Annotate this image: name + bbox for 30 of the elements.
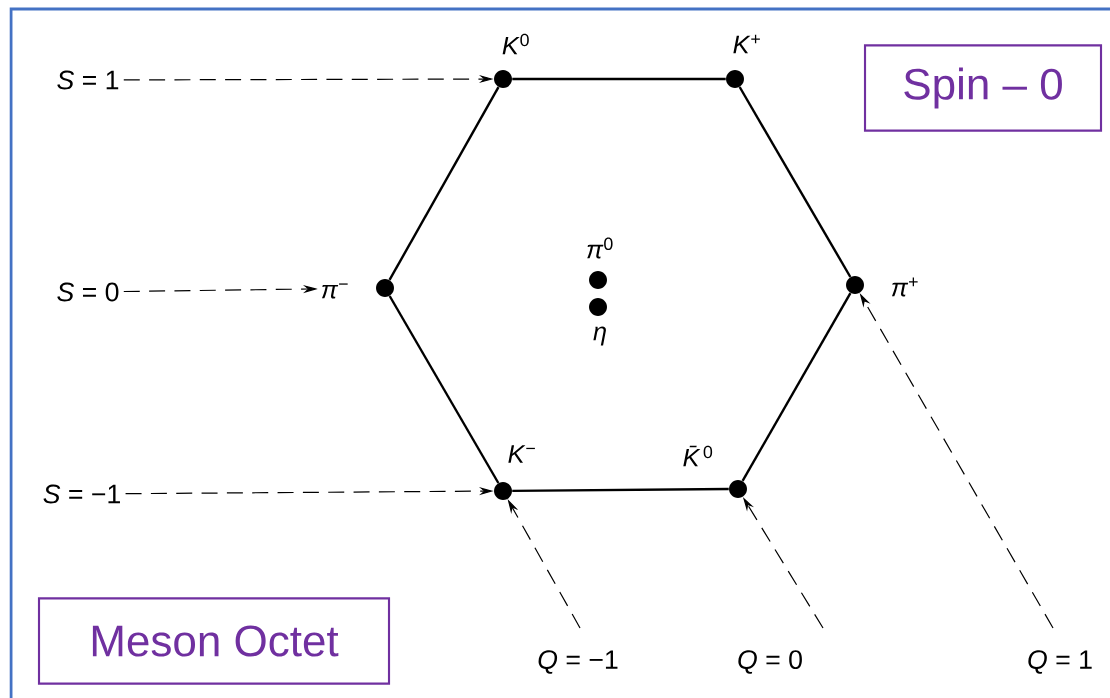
- title-box: Meson Octet: [37, 597, 391, 685]
- particle-dot: [729, 480, 747, 498]
- particle-label: K$^{−}$: [508, 445, 535, 463]
- particle-label: η: [593, 326, 606, 346]
- title-box: Spin – 0: [863, 44, 1103, 132]
- particle-label: π$^{+}$: [891, 277, 918, 297]
- particle-label: π$^{0}$: [587, 237, 613, 259]
- particle-label: π$^{−}$: [321, 283, 348, 299]
- hexagon-side: [388, 295, 500, 484]
- particle-dot: [589, 298, 607, 316]
- quantum-number-label: Q = −1: [538, 650, 618, 674]
- particle-dot: [846, 276, 864, 294]
- hexagon-side: [388, 86, 500, 281]
- particle-label: K̄$^{0}$: [683, 445, 713, 467]
- quantum-number-label: S = 1: [57, 70, 119, 90]
- particle-dot: [494, 482, 512, 500]
- hexagon-side: [738, 86, 852, 278]
- hexagon-side: [741, 292, 852, 482]
- particle-dot: [726, 70, 744, 88]
- quantum-number-label: Q = 1: [1028, 650, 1092, 674]
- hexagon-side: [512, 487, 729, 493]
- quantum-number-label: Q = 0: [738, 650, 802, 674]
- quantum-number-label: S = −1: [43, 484, 120, 504]
- particle-dot: [494, 70, 512, 88]
- particle-label: K$^{0}$: [502, 33, 529, 55]
- hexagon-side: [512, 77, 726, 81]
- particle-dot: [589, 271, 607, 289]
- quantum-number-label: S = 0: [57, 282, 119, 302]
- particle-dot: [376, 279, 394, 297]
- particle-label: K$^{+}$: [733, 34, 760, 54]
